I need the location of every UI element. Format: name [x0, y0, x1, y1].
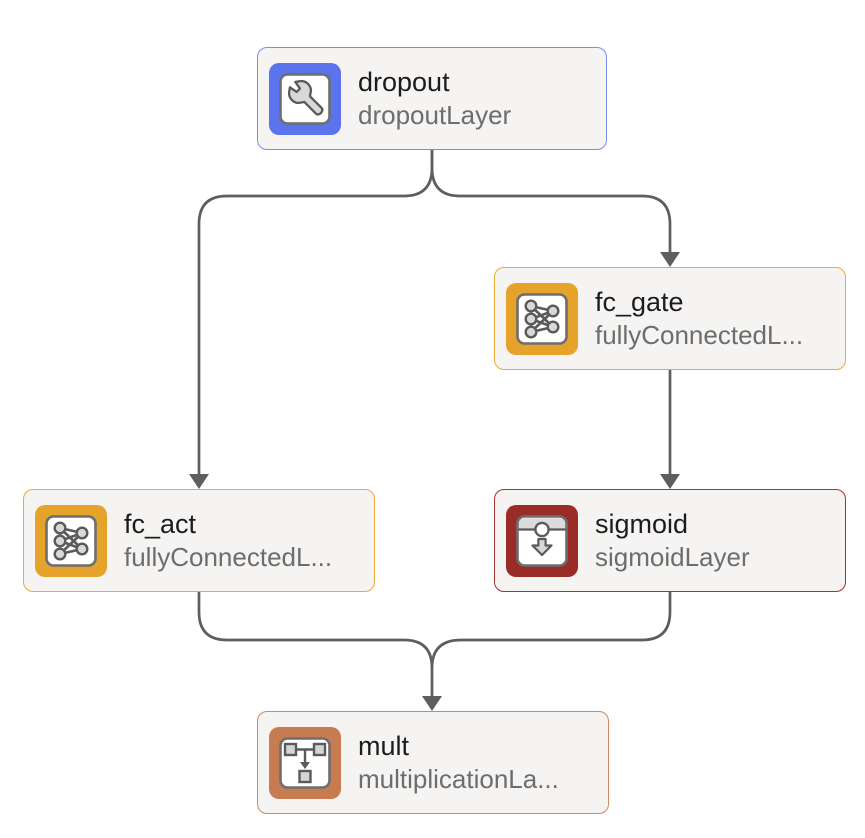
layer-type: fullyConnectedL...	[595, 320, 804, 350]
layer-title: mult	[358, 731, 410, 761]
fully-connected-icon	[35, 504, 107, 577]
layer-title: fc_act	[124, 509, 197, 539]
arrowhead-icon	[660, 252, 680, 267]
layer-type: multiplicationLa...	[358, 764, 559, 794]
sigmoid-icon	[506, 504, 578, 577]
edge-dropout-to-fc_act[interactable]	[189, 150, 434, 489]
layer-node-fc_act[interactable]: fc_act fullyConnectedL...	[23, 489, 375, 592]
edge-fc_gate-to-sigmoid[interactable]	[660, 370, 680, 489]
layer-node-mult[interactable]: mult multiplicationLa...	[257, 711, 609, 814]
arrowhead-icon	[660, 474, 680, 489]
edge-dropout-to-fc_gate[interactable]	[430, 150, 680, 267]
layer-type: dropoutLayer	[358, 100, 512, 130]
layer-title: fc_gate	[595, 287, 684, 317]
arrowhead-icon	[422, 696, 442, 711]
wrench-icon	[269, 62, 341, 135]
edge-fc_act-to-mult[interactable]	[197, 592, 442, 711]
fully-connected-icon	[506, 282, 578, 355]
layer-type: sigmoidLayer	[595, 542, 750, 572]
layer-type: fullyConnectedL...	[124, 542, 333, 572]
arrowhead-icon	[189, 474, 209, 489]
layer-title: dropout	[358, 67, 450, 97]
layer-title: sigmoid	[595, 509, 689, 539]
multiplication-icon	[269, 726, 341, 799]
edge-sigmoid-to-mult[interactable]	[430, 592, 672, 669]
layer-node-fc_gate[interactable]: fc_gate fullyConnectedL...	[494, 267, 846, 370]
layer-node-sigmoid[interactable]: sigmoid sigmoidLayer	[494, 489, 846, 592]
layer-node-dropout[interactable]: dropout dropoutLayer	[257, 47, 607, 150]
